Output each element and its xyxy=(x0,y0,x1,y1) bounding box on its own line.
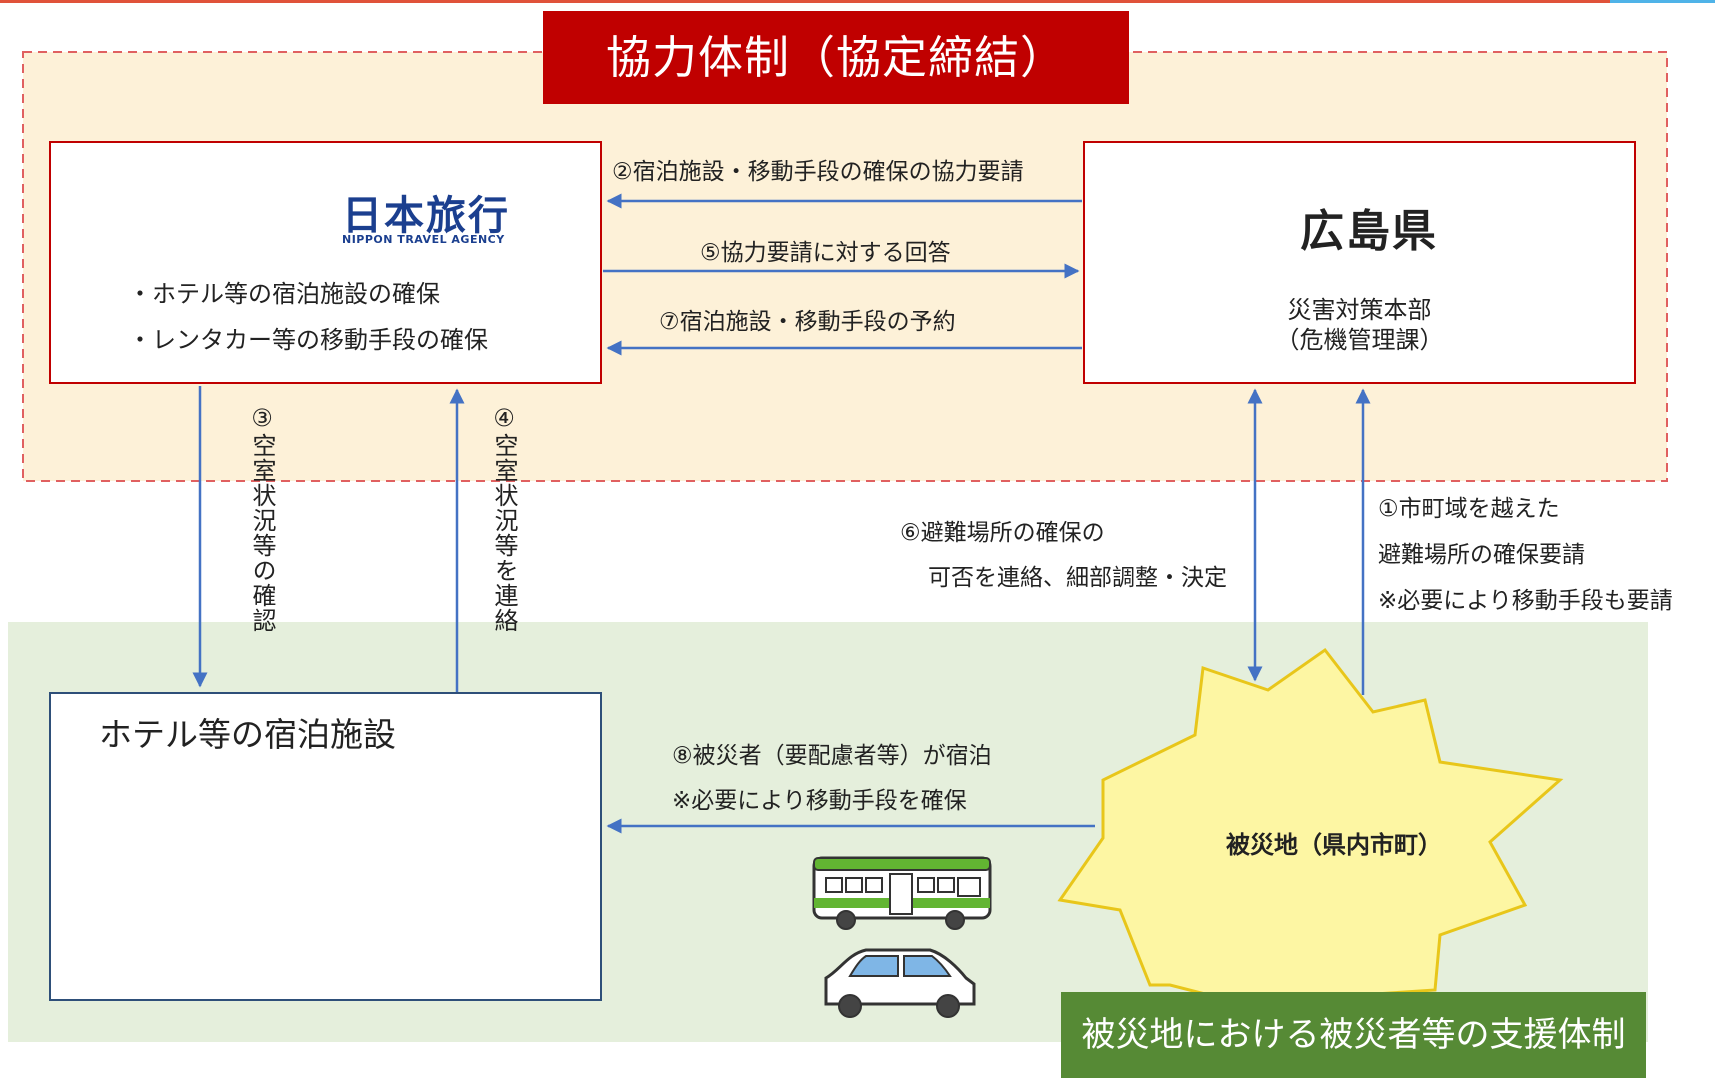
pref-box: 広島県 災害対策本部 （危機管理課） xyxy=(1083,141,1636,384)
step3-label: ③空室状況等の確認 xyxy=(248,404,276,633)
step8-label-1: ⑧被災者（要配慮者等）が宿泊 xyxy=(672,743,992,769)
car-icon xyxy=(824,948,976,1018)
step8-label-2: ※必要により移動手段を確保 xyxy=(672,788,967,814)
step5-label: ⑤協力要請に対する回答 xyxy=(700,240,951,266)
nta-bullet-2: ・レンタカー等の移動手段の確保 xyxy=(128,326,488,354)
hotel-title: ホテル等の宿泊施設 xyxy=(99,715,396,754)
support-title: 被災地における被災者等の支援体制 xyxy=(1061,992,1646,1078)
hotel-box: ホテル等の宿泊施設 xyxy=(49,692,602,1001)
step4-label: ④空室状況等を連絡 xyxy=(490,404,518,633)
nta-logo-text: 日本旅行 xyxy=(342,193,510,239)
bus-icon xyxy=(812,856,992,930)
step1-label-3: ※必要により移動手段も要請 xyxy=(1378,588,1673,614)
pref-dept-line1: 災害対策本部 xyxy=(1287,296,1432,324)
step1-label-2: 避難場所の確保要請 xyxy=(1378,542,1585,568)
pref-name: 広島県 xyxy=(1300,206,1438,257)
nta-bullet-1: ・ホテル等の宿泊施設の確保 xyxy=(128,280,440,308)
disaster-area-label: 被災地（県内市町） xyxy=(1226,831,1442,859)
step2-label: ②宿泊施設・移動手段の確保の協力要請 xyxy=(612,159,1024,185)
cooperation-title: 協力体制（協定締結） xyxy=(543,11,1129,104)
step1-label-1: ①市町域を越えた xyxy=(1378,496,1560,522)
nta-box: 日本旅行 NIPPON TRAVEL AGENCY ・ホテル等の宿泊施設の確保 … xyxy=(49,141,602,384)
pref-dept-line2: （危機管理課） xyxy=(1275,326,1444,354)
step6-label-2: 可否を連絡、細部調整・決定 xyxy=(928,565,1227,591)
top-accent-line xyxy=(0,0,1610,3)
nta-logo-en: NIPPON TRAVEL AGENCY xyxy=(342,233,505,246)
top-accent-line-blue xyxy=(1610,0,1715,3)
step7-label: ⑦宿泊施設・移動手段の予約 xyxy=(659,309,956,335)
step6-label-1: ⑥避難場所の確保の xyxy=(900,520,1105,546)
